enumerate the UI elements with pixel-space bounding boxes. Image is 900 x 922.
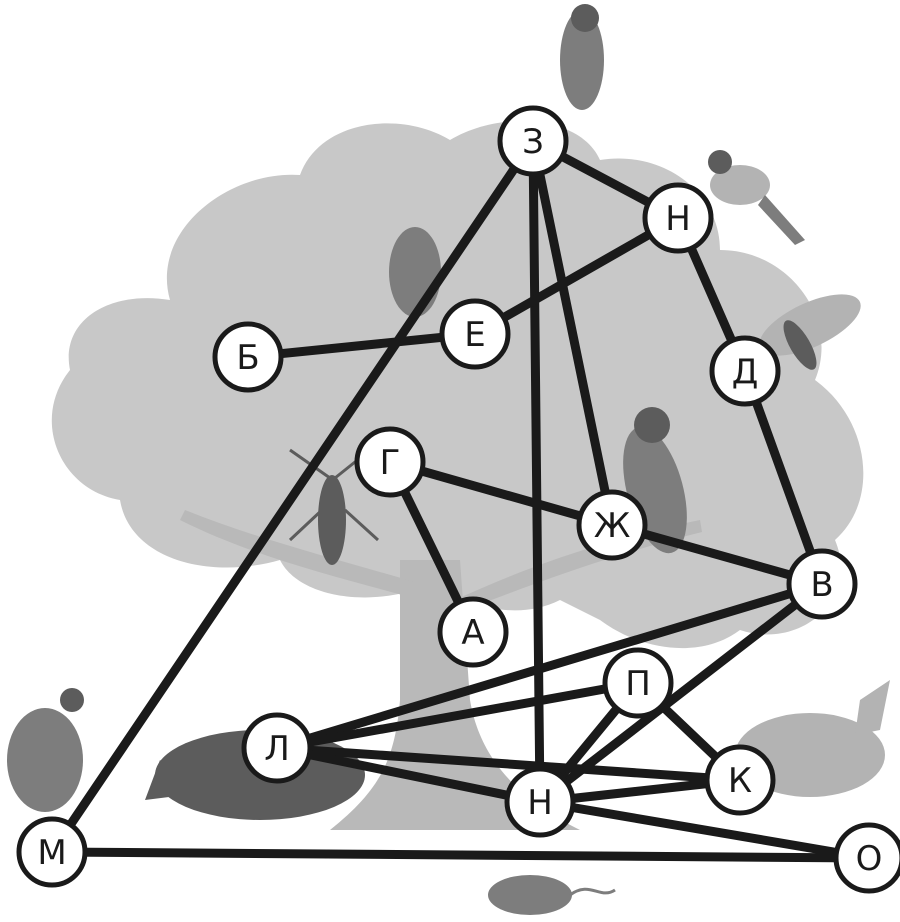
node-label: А	[461, 613, 484, 653]
node-d: Д	[712, 338, 778, 404]
node-a: А	[440, 599, 506, 665]
edge-n2-o	[540, 802, 869, 858]
node-n1: Н	[645, 185, 711, 251]
tit-illustration	[708, 150, 805, 245]
node-label: О	[856, 839, 883, 879]
mouse-illustration	[488, 875, 615, 915]
node-l: Л	[244, 715, 310, 781]
grouse-illustration	[7, 688, 84, 812]
node-k: К	[707, 747, 773, 813]
node-label: В	[810, 565, 833, 605]
node-zh: Ж	[579, 492, 645, 558]
node-p: П	[605, 650, 671, 716]
node-label: Н	[527, 783, 553, 823]
node-v: В	[789, 551, 855, 617]
node-g: Г	[357, 429, 423, 495]
node-label: М	[37, 833, 66, 873]
node-b: Б	[215, 324, 281, 390]
node-label: Л	[264, 729, 290, 769]
oak-tree-illustration	[52, 121, 864, 830]
node-label: К	[728, 761, 752, 801]
node-label: Д	[732, 352, 759, 392]
hawk-illustration	[560, 4, 604, 110]
node-e: Е	[442, 301, 508, 367]
node-m: М	[19, 819, 85, 885]
node-o: О	[836, 825, 900, 891]
edge-m-o	[52, 852, 869, 858]
node-label: Е	[464, 315, 485, 355]
node-label: Б	[236, 338, 259, 378]
node-label: З	[522, 122, 544, 162]
node-n2: Н	[507, 769, 573, 835]
node-label: Ж	[594, 506, 631, 546]
edge-v-l	[277, 584, 822, 748]
moth-illustration	[389, 227, 441, 317]
node-label: Г	[380, 443, 401, 483]
node-label: П	[625, 664, 651, 704]
node-label: Н	[665, 199, 691, 239]
node-z: З	[500, 108, 566, 174]
